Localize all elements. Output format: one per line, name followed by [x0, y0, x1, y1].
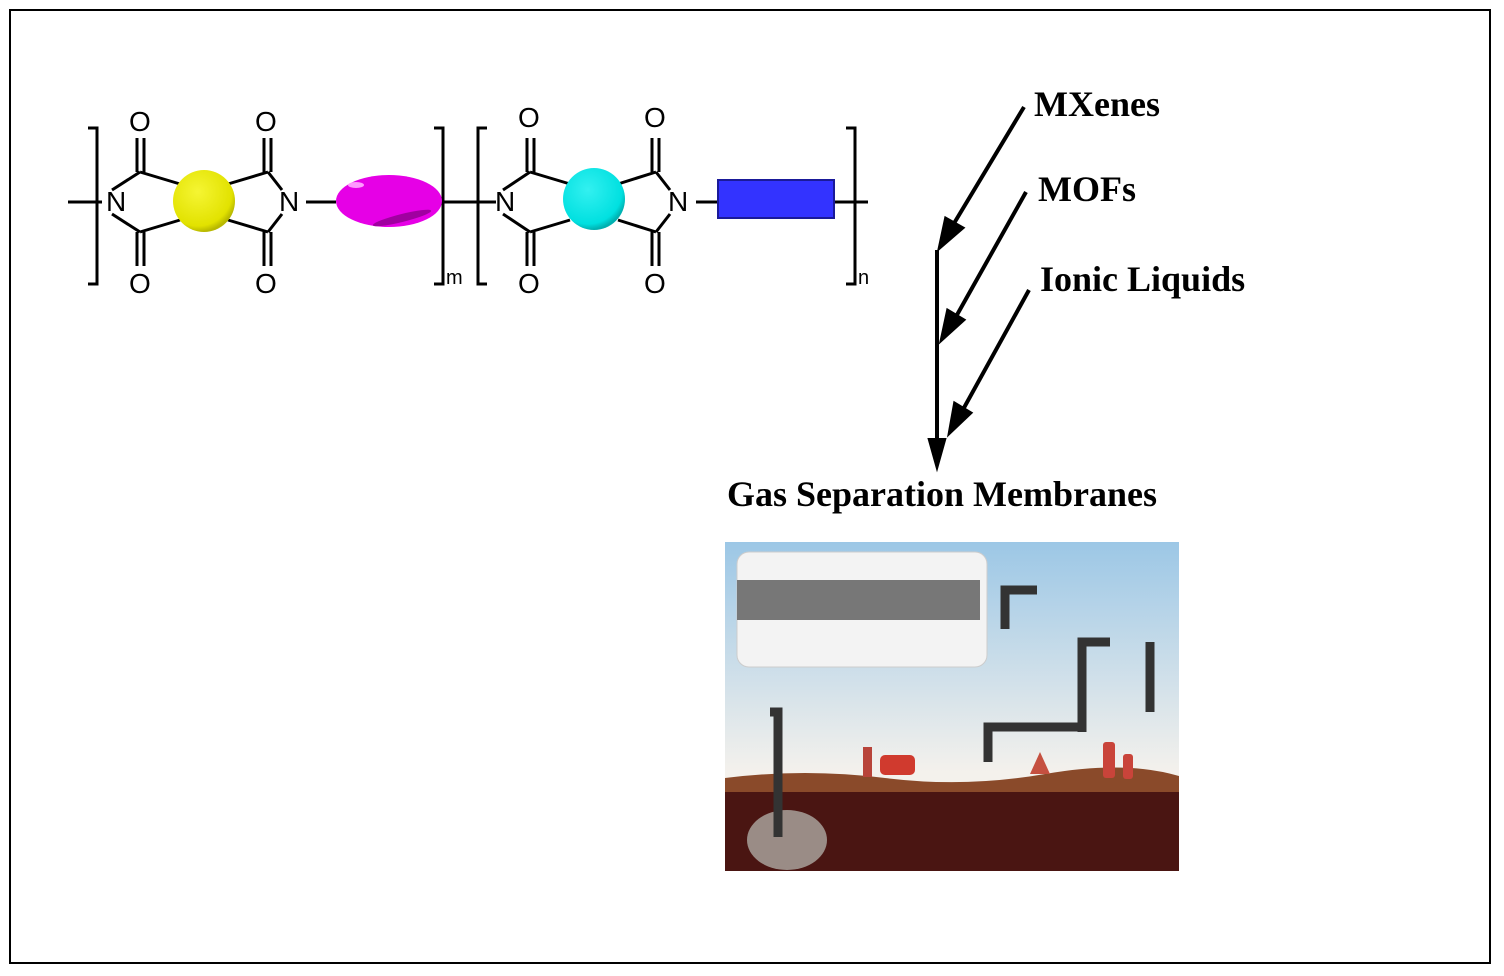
atom-o: O	[255, 268, 277, 299]
atom-o: O	[518, 268, 540, 299]
atom-n: N	[668, 186, 689, 217]
linker-blue-rectangle	[717, 179, 835, 219]
filler-label-ionic-liquids: Ionic Liquids	[1040, 259, 1246, 299]
core-yellow-sphere	[173, 170, 235, 232]
subscript-m: m	[446, 267, 463, 289]
gas-separation-illustration	[725, 542, 1179, 871]
atom-n: N	[106, 186, 127, 217]
core-cyan-sphere	[563, 168, 625, 230]
target-label: Gas Separation Membranes	[727, 474, 1157, 514]
atom-n: N	[279, 186, 300, 217]
atom-o: O	[644, 102, 666, 133]
atom-o: O	[644, 268, 666, 299]
atom-n: N	[495, 186, 516, 217]
atom-o: O	[129, 106, 151, 137]
atom-o: O	[518, 102, 540, 133]
figure-border	[9, 9, 1491, 964]
atom-o: O	[129, 268, 151, 299]
subscript-n: n	[858, 267, 870, 289]
filler-label-mxenes: MXenes	[1034, 84, 1160, 124]
filler-label-mofs: MOFs	[1038, 169, 1136, 209]
atom-o: O	[255, 106, 277, 137]
